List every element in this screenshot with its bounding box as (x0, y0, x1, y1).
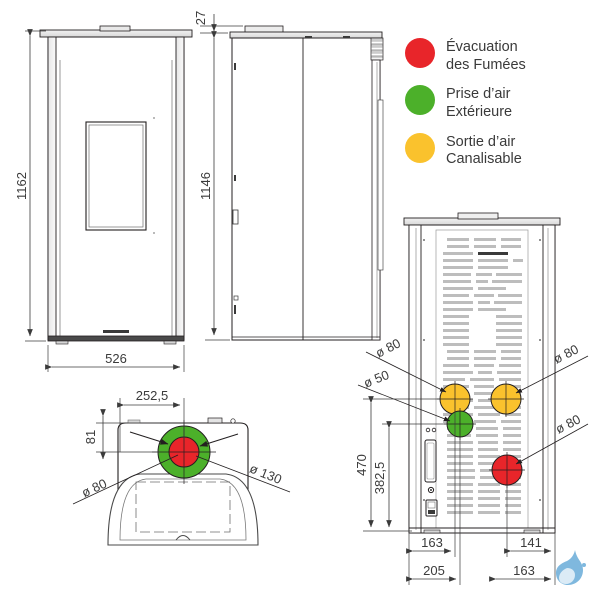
side-top-label: 27 (193, 11, 208, 25)
rear-height-outer-label: 470 (354, 454, 369, 476)
plan-offset-y-label: 81 (83, 430, 98, 444)
legend-duct-line2: Canalisable (446, 151, 522, 168)
rear-height-inner-label: 382,5 (372, 462, 387, 495)
rear-left-outer-label: 205 (423, 563, 445, 578)
legend: Évacuation des Fumées Prise d’air Extéri… (405, 38, 595, 180)
side-height-label: 1146 (198, 172, 213, 200)
red-circle-icon (405, 38, 435, 68)
legend-flue-line2: des Fumées (446, 56, 526, 73)
dimension-front-height: 1162 (14, 29, 46, 342)
rear-elevation-view: ø 80 ø 50 ø 80 ø 80 470 382,5 (354, 212, 589, 585)
legend-label-flue: Évacuation des Fumées (446, 38, 526, 74)
legend-item-flue: Évacuation des Fumées (405, 38, 595, 74)
rear-right-lower-label: ø 80 (553, 411, 583, 436)
legend-label-ducted-air: Sortie d’air Canalisable (446, 133, 522, 169)
front-width-label: 526 (105, 351, 127, 366)
dimension-front-width: 526 (45, 345, 185, 372)
dimension-side-height: 1146 (198, 31, 230, 341)
dimension-side-top: 27 (193, 11, 243, 35)
legend-flue-line1: Évacuation (446, 39, 518, 55)
rear-left-lower-label: ø 50 (361, 367, 391, 391)
dimension-rear-bottom: 163 205 141 163 (406, 412, 556, 585)
dimension-plan-offset-y: 81 (83, 409, 160, 460)
yellow-circle-icon (405, 132, 435, 163)
water-drop-logo (556, 550, 586, 585)
legend-air-line1: Prise d’air (446, 86, 511, 103)
green-circle-icon (405, 85, 435, 116)
rear-outlet-ducted-right (488, 381, 524, 417)
legend-air-line2: Extérieure (446, 104, 513, 121)
legend-item-ducted-air: Sortie d’air Canalisable (405, 132, 595, 169)
rear-right-outer-label: 163 (513, 563, 535, 578)
rear-outlet-flue (489, 452, 525, 488)
rear-right-inner-label: 141 (520, 535, 542, 550)
dimension-rear-height-outer: 470 (354, 396, 440, 532)
plan-inner-diameter-label: ø 80 (79, 476, 109, 501)
front-height-label: 1162 (14, 172, 29, 200)
dimension-rear-height-inner: 382,5 (372, 421, 446, 528)
front-elevation-view: 1162 526 (14, 25, 193, 372)
plan-offset-x-label: 252,5 (136, 388, 169, 403)
legend-item-air-intake: Prise d’air Extérieure (405, 85, 595, 121)
legend-duct-line1: Sortie d’air (446, 133, 516, 150)
top-plan-view: ø 80 ø 130 252,5 81 (72, 388, 291, 546)
dimension-plan-offset-x: 252,5 (117, 388, 185, 452)
side-elevation-view: 27 1146 (193, 11, 384, 341)
rear-outlet-air-intake (444, 408, 476, 440)
legend-label-air-intake: Prise d’air Extérieure (446, 85, 512, 121)
rear-left-inner-label: 163 (421, 535, 443, 550)
